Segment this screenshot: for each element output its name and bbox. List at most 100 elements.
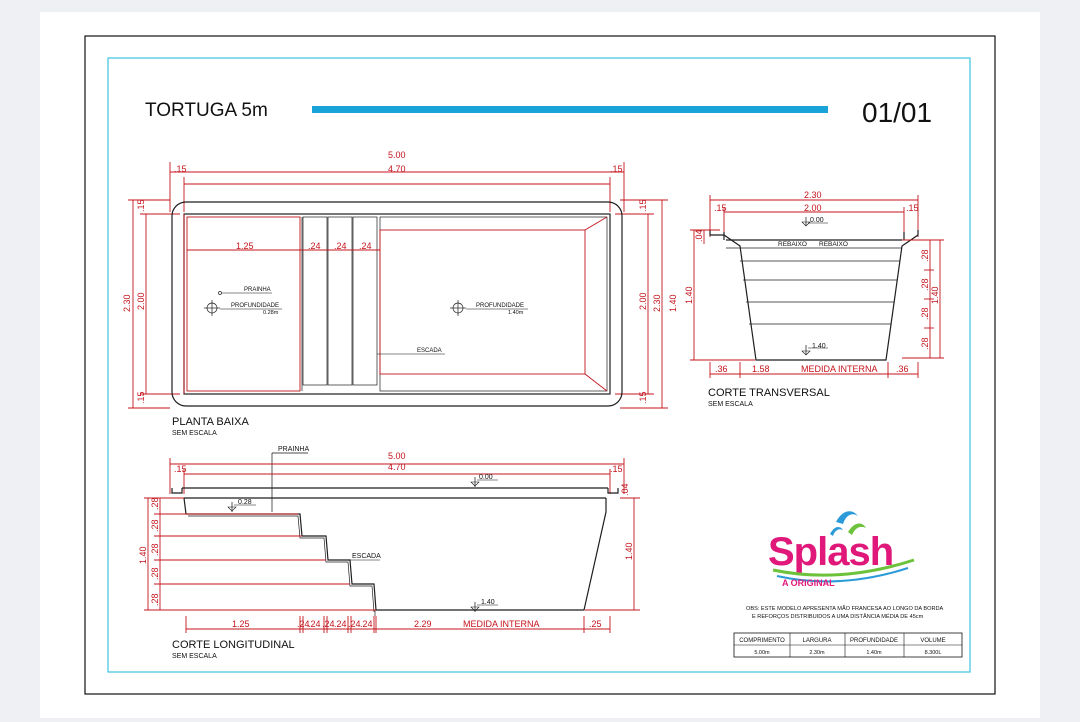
cross-right-dim-2: .28 <box>920 278 930 291</box>
plan-inner-width-right: 2.00 <box>638 292 648 310</box>
outer-frame <box>84 35 996 695</box>
technical-drawing: .red{stroke:#c4141c;fill:none;stroke-wid… <box>84 35 996 695</box>
long-level-shallow: 0.28 <box>238 499 252 506</box>
plan-view-subtitle: SEM ESCALA <box>172 430 217 437</box>
splash-drop-icon <box>836 511 858 524</box>
long-bottom-main: 2.29 <box>414 619 432 629</box>
note-line-2: E REFORÇOS DISTRIBUIDOS A UMA DISTÂNCIA … <box>752 613 924 620</box>
logo-tagline: A ORIGINAL <box>782 578 835 588</box>
long-section-outline <box>183 497 607 611</box>
spec-header-length: COMPRIMENTO <box>739 638 785 644</box>
cross-bottom-label: MEDIDA INTERNA <box>801 364 878 374</box>
plan-inner-length: 4.70 <box>388 164 406 174</box>
long-bottom-dim-6: .24 <box>348 619 361 629</box>
spec-header-volume: VOLUME <box>920 638 945 644</box>
cross-right-dim-4: .28 <box>920 337 930 350</box>
long-bottom-dim-4: .24 <box>322 619 335 629</box>
spec-table: COMPRIMENTO LARGURA PROFUNDIDADE VOLUME … <box>733 632 963 658</box>
cross-bottom-left: .36 <box>715 364 728 374</box>
cross-section-view: 2.30 2.00 .15 .15 0.00 REBAIXO REBAIXO 1… <box>684 190 944 408</box>
plan-inner-width-left: 2.00 <box>136 292 146 310</box>
plan-deep-depth-value: 1.40m <box>508 310 524 316</box>
plan-stairs-label: ESCADA <box>417 348 442 354</box>
long-level-top: 0.00 <box>479 474 493 481</box>
long-right-total: 1.40 <box>624 542 634 560</box>
cross-view-subtitle: SEM ESCALA <box>708 401 753 408</box>
sheet-number: 01/01 <box>862 97 932 128</box>
plan-step3-dim: .24 <box>359 241 372 251</box>
long-left-total: 1.40 <box>138 546 148 564</box>
plan-shallow-length: 1.25 <box>236 241 254 251</box>
plan-rim-bottom-left: .15 <box>136 391 146 404</box>
plan-total-length: 5.00 <box>388 150 406 160</box>
cross-left-top-dim: .04 <box>694 229 704 242</box>
spec-header-width: LARGURA <box>802 638 831 644</box>
plan-deep-depth-label: PROFUNDIDADE <box>476 303 524 309</box>
cross-rim-right: .15 <box>906 203 919 213</box>
cross-view-title: CORTE TRANSVERSAL <box>708 387 830 399</box>
plan-rim-top-left: .15 <box>136 199 146 212</box>
cross-level-top: 0.00 <box>810 217 824 224</box>
long-stairs-label: ESCADA <box>352 553 381 560</box>
long-bottom-right: .25 <box>589 619 602 629</box>
cross-depth-left: 1.40 <box>684 286 694 304</box>
long-view-title: CORTE LONGITUDINAL <box>172 639 295 651</box>
long-left-dim-2: .28 <box>150 519 160 532</box>
plan-total-width-right: 2.30 <box>652 294 662 312</box>
note-line-1: OBS: ESTE MODELO APRESENTA MÃO FRANCESA … <box>746 605 944 612</box>
cross-ledge-right: REBAIXO <box>819 241 848 248</box>
long-left-dim-3: .28 <box>150 543 160 556</box>
plan-rim-bottom-right: .15 <box>638 391 648 404</box>
cross-inner-width: 2.00 <box>804 203 822 213</box>
plan-depth-side: 1.40 <box>668 294 678 312</box>
plan-rim-right: .15 <box>610 164 623 174</box>
plan-step-2 <box>327 216 353 386</box>
title-accent-bar <box>312 106 828 113</box>
long-left-dim-1: .28 <box>150 497 160 510</box>
plan-step-1 <box>302 216 328 386</box>
long-total-length: 5.00 <box>388 451 406 461</box>
plan-total-width-left: 2.30 <box>122 294 132 312</box>
spec-header-depth: PROFUNDIDADE <box>850 638 898 644</box>
long-right-top-dim: .04 <box>620 483 630 496</box>
inner-frame <box>107 57 971 673</box>
plan-deep-floor <box>379 229 586 375</box>
long-bottom-dim-2: .24 <box>297 619 310 629</box>
logo-wordmark: Splash <box>768 530 893 574</box>
cross-right-total: 1.40 <box>930 286 940 304</box>
long-rim <box>171 487 619 494</box>
plan-step-3 <box>352 216 378 386</box>
cross-section-outline <box>709 230 919 361</box>
long-rim-right: .15 <box>610 464 623 474</box>
cross-bottom-right: .36 <box>896 364 909 374</box>
plan-rim-left: .15 <box>174 164 187 174</box>
plan-shallow-depth-label: PROFUNDIDADE <box>231 303 279 309</box>
long-bottom-dim-3: .24 <box>308 619 321 629</box>
spec-value-length: 5.00m <box>754 650 770 656</box>
spec-value-depth: 1.40m <box>866 650 882 656</box>
plan-shallow-depth-value: 0.28m <box>263 310 279 316</box>
long-bottom-label: MEDIDA INTERNA <box>463 619 540 629</box>
long-view-subtitle: SEM ESCALA <box>172 653 217 660</box>
cross-total-width: 2.30 <box>804 190 822 200</box>
plan-rim-top-right: .15 <box>638 199 648 212</box>
longitudinal-section-view: PRAINHA 5.00 4.70 .15 .15 0.00 0.28 1.40… <box>138 446 640 660</box>
long-left-dim-5: .28 <box>150 593 160 606</box>
spec-value-width: 2.30m <box>809 650 825 656</box>
drawing-title: TORTUGA 5m <box>145 100 268 121</box>
long-left-dim-4: .28 <box>150 567 160 580</box>
plan-shallow-label: PRAINHA <box>244 287 271 293</box>
long-shallow-label: PRAINHA <box>278 446 309 453</box>
plan-step2-dim: .24 <box>334 241 347 251</box>
cross-ledge-left: REBAIXO <box>778 241 807 248</box>
drawing-sheet: .red{stroke:#c4141c;fill:none;stroke-wid… <box>40 12 1040 718</box>
cross-right-dim-1: .28 <box>920 249 930 262</box>
long-bottom-dim-7: .24 <box>360 619 373 629</box>
long-level-bottom: 1.40 <box>481 599 495 606</box>
long-rim-left: .15 <box>174 464 187 474</box>
cross-level-bottom: 1.40 <box>812 343 826 350</box>
plan-view: 5.00 4.70 .15 .15 2.30 2.00 .15 .15 2.00… <box>122 150 678 437</box>
long-inner-length: 4.70 <box>388 462 406 472</box>
cross-bottom-mid: 1.58 <box>752 364 770 374</box>
cross-rim-left: .15 <box>714 203 727 213</box>
